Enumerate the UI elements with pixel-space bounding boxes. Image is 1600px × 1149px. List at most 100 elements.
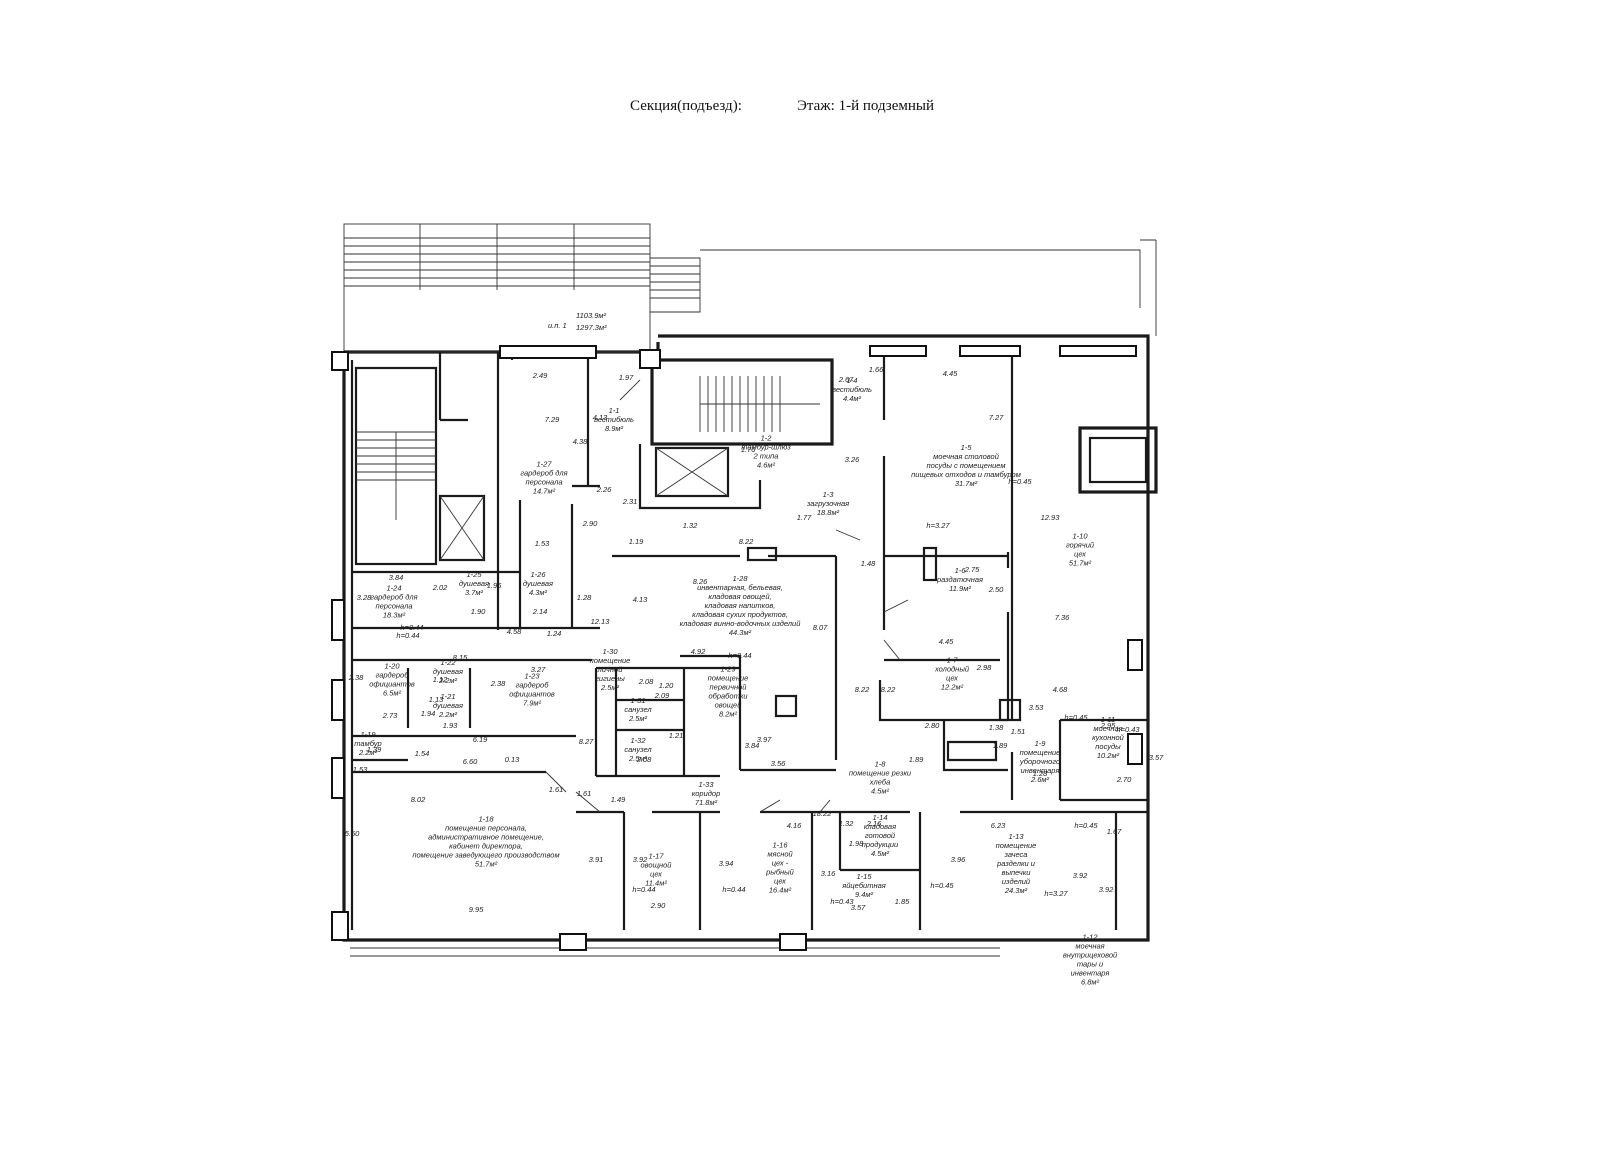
room-label-line: 8.2м² bbox=[719, 710, 738, 719]
room-label-line: 1-13 bbox=[1008, 832, 1024, 841]
dimension-label: 1.66 bbox=[869, 365, 884, 374]
room-label-line: санузел bbox=[624, 705, 652, 714]
dimension-label: 3.92 bbox=[1073, 871, 1088, 880]
dimension-label: 3.92 bbox=[1099, 885, 1114, 894]
room-label-line: цех bbox=[1074, 550, 1086, 559]
room-label-line: 1-4 bbox=[847, 376, 858, 385]
room-label-line: 1-24 bbox=[386, 584, 401, 593]
room-label-line: вестибюль bbox=[594, 415, 634, 424]
dimension-label: 1.49 bbox=[611, 795, 626, 804]
room-label-line: 7.9м² bbox=[523, 699, 542, 708]
room-label-line: кладовая bbox=[864, 822, 896, 831]
dimension-label: 1.32 bbox=[839, 819, 854, 828]
dimension-label: h=0.44 bbox=[722, 885, 745, 894]
room-label-line: 2.6м² bbox=[1030, 775, 1050, 784]
dimension-label: 1.19 bbox=[629, 537, 644, 546]
room-label-line: зачеса bbox=[1004, 850, 1028, 859]
room-label-line: 1-2 bbox=[761, 434, 773, 443]
room-label-line: официантов bbox=[509, 690, 555, 699]
room-label-line: посуды bbox=[1095, 742, 1121, 751]
dimension-label: 1.77 bbox=[797, 513, 812, 522]
room-label-line: 2.2м² bbox=[358, 748, 378, 757]
room-label-line: кладовая винно-водочных изделий bbox=[680, 619, 802, 628]
room-label-line: овощей bbox=[715, 701, 743, 710]
room-label-line: душевая bbox=[523, 579, 553, 588]
dimension-label: h=3.27 bbox=[1044, 889, 1068, 898]
dimension-label: 8.26 bbox=[693, 577, 708, 586]
dimension-label: 2.08 bbox=[636, 755, 652, 764]
room-label-line: помещение персонала, bbox=[445, 824, 527, 833]
room-label-line: 18.3м² bbox=[383, 611, 406, 620]
room-label-line: помещение bbox=[590, 656, 631, 665]
dimension-label: 2.90 bbox=[582, 519, 598, 528]
dimension-label: 12.13 bbox=[591, 617, 611, 626]
room-label-line: 4.3м² bbox=[529, 588, 548, 597]
dimension-label: 1.54 bbox=[415, 749, 430, 758]
room-label-line: хлеба bbox=[869, 778, 891, 787]
room-label-line: выпечки bbox=[1002, 868, 1032, 877]
dimension-label: h=0.45 bbox=[1008, 477, 1032, 486]
dimension-label: 1.20 bbox=[659, 681, 674, 690]
dimension-label: 1.51 bbox=[1011, 727, 1026, 736]
room-label-line: моечная столовой bbox=[933, 452, 1000, 461]
room-label-line: горячий bbox=[1066, 541, 1095, 550]
dimension-label: h=0.43 bbox=[1116, 725, 1140, 734]
room-label-line: 1-11 bbox=[1101, 715, 1115, 724]
room-label-line: 6.8м² bbox=[1081, 978, 1100, 987]
room-label-line: разделки и bbox=[996, 859, 1036, 868]
dimension-label: 1.28 bbox=[577, 593, 592, 602]
room-label-line: 1-17 bbox=[648, 852, 664, 861]
dimension-label: 2.08 bbox=[638, 677, 654, 686]
dimension-label: 1.96 bbox=[487, 581, 502, 590]
dimension-label: 1.90 bbox=[471, 607, 486, 616]
dimension-label: 2.09 bbox=[654, 691, 670, 700]
room-label-line: 4.5м² bbox=[871, 787, 890, 796]
dimension-label: 4.16 bbox=[787, 821, 802, 830]
room-label-line: 1-15 bbox=[856, 872, 872, 881]
dimension-label: 1.13 bbox=[429, 695, 444, 704]
room-label-line: 2.5м² bbox=[628, 754, 648, 763]
dimension-label: 4.58 bbox=[507, 627, 522, 636]
room-label-line: моечная bbox=[1093, 724, 1122, 733]
room-label-line: гардероб bbox=[376, 671, 410, 680]
dimension-label: 6.60 bbox=[463, 757, 478, 766]
room-label-line: мясной bbox=[767, 850, 793, 859]
room-label-line: кухонной bbox=[1092, 733, 1125, 742]
room-label-line: 4.5м² bbox=[871, 849, 890, 858]
room-label-line: 1-12 bbox=[1082, 933, 1098, 942]
room-label-line: 1-25 bbox=[466, 570, 482, 579]
dimension-label: 4.13 bbox=[593, 413, 608, 422]
dimension-label: 3.26 bbox=[845, 455, 860, 464]
dimension-label: 3.94 bbox=[719, 859, 734, 868]
floor-label: Этаж: 1-й подземный bbox=[797, 98, 934, 114]
dimension-label: h=0.44 bbox=[632, 885, 655, 894]
dimension-label: 1.89 bbox=[993, 741, 1008, 750]
dimension-label: 1.94 bbox=[421, 709, 436, 718]
dimension-label: 9.95 bbox=[469, 905, 484, 914]
dimension-label: 2.67 bbox=[838, 375, 854, 384]
room-label-line: 3.7м² bbox=[465, 588, 484, 597]
room-label-line: 1-3 bbox=[823, 490, 835, 499]
dimension-label: 4.68 bbox=[1053, 685, 1068, 694]
room-label-line: 11.4м² bbox=[645, 879, 667, 888]
dimension-label: h=0.45 bbox=[930, 881, 954, 890]
room-label-line: 18.8м² bbox=[817, 508, 840, 517]
dimension-label: 6.23 bbox=[991, 821, 1006, 830]
room-label-line: 51.7м² bbox=[475, 860, 498, 869]
room-label-line: душевая bbox=[459, 579, 489, 588]
room-label-line: 51.7м² bbox=[1069, 559, 1092, 568]
dimension-label: 2.70 bbox=[1116, 775, 1132, 784]
room-label-line: кладовая напитков, bbox=[705, 601, 776, 610]
room-label-line: душевая bbox=[433, 667, 463, 676]
dimension-label: 2.75 bbox=[964, 565, 980, 574]
